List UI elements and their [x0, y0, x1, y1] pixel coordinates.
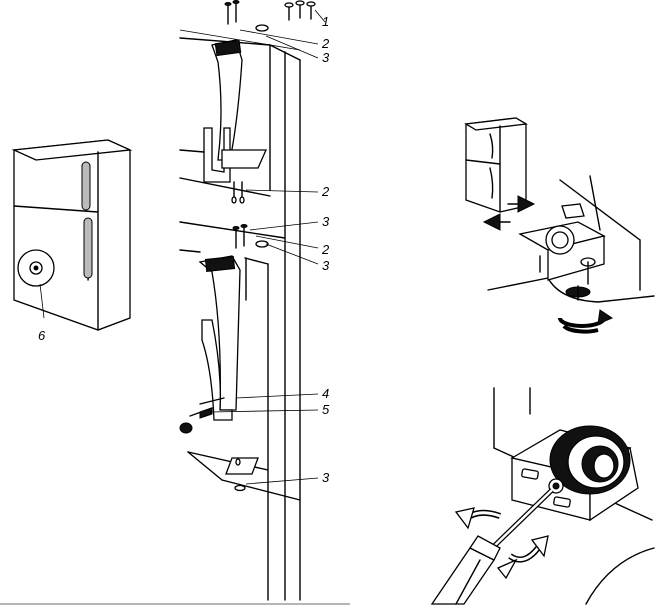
callout-2-top: 2 — [321, 36, 330, 51]
callout-3-top: 3 — [322, 50, 330, 65]
callout-3-bottom: 3 — [322, 470, 330, 485]
refrigerator-front-view: 6 — [11, 139, 133, 343]
arrow-left-icon — [482, 213, 501, 231]
callout-1: 1 — [322, 14, 329, 29]
handle-reversal-diagram: 1 2 3 2 3 2 3 — [179, 0, 330, 601]
callout-3-mid-b: 3 — [322, 258, 330, 273]
callout-2-mid-b: 2 — [321, 242, 330, 257]
callout-5: 5 — [322, 402, 330, 417]
callout-2-mid: 2 — [321, 184, 330, 199]
callout-3-mid-a: 3 — [322, 214, 330, 229]
turn-arrows-icon — [454, 507, 549, 580]
callout-6: 6 — [38, 328, 46, 343]
callout-4: 4 — [322, 386, 329, 401]
leveling-detail-bottom — [430, 387, 655, 605]
rotate-arrow-icon — [558, 309, 614, 334]
screwdriver-icon — [430, 488, 554, 605]
top-screws — [224, 0, 316, 32]
leveling-detail-top — [464, 117, 655, 334]
